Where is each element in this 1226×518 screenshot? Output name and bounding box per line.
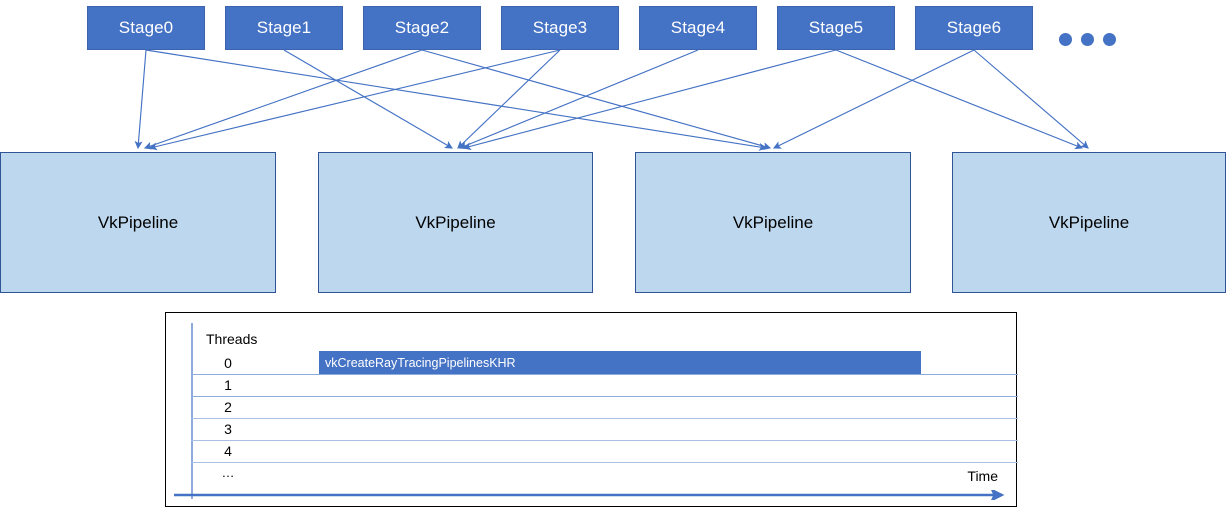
arrow-stage3-pipeline1 xyxy=(457,49,561,149)
pipeline-box-3[interactable]: VkPipeline xyxy=(952,152,1226,293)
arrow-stage5-pipeline1 xyxy=(462,49,837,151)
time-axis-label: Time xyxy=(967,468,998,484)
threads-axis-line xyxy=(191,323,193,499)
arrow-stage2-pipeline0 xyxy=(143,49,423,150)
task-bar-vkCreateRayTracingPipelinesKHR[interactable]: vkCreateRayTracingPipelinesKHR xyxy=(319,351,921,375)
thread-label-2: 2 xyxy=(224,399,232,415)
pipeline-box-1[interactable]: VkPipeline xyxy=(318,152,593,293)
stage-label: Stage6 xyxy=(946,18,1002,37)
stage-label: Stage1 xyxy=(256,18,312,37)
arrow-stage3-pipeline0 xyxy=(148,49,561,151)
stage-box-5[interactable]: Stage5 xyxy=(777,6,895,50)
task-bar-label: vkCreateRayTracingPipelinesKHR xyxy=(325,356,516,370)
arrow-stage6-pipeline2 xyxy=(772,49,975,149)
more-stages-ellipsis-icon xyxy=(1059,33,1116,46)
stage-box-4[interactable]: Stage4 xyxy=(639,6,757,50)
stage-box-3[interactable]: Stage3 xyxy=(501,6,619,50)
timeline-inner: Threads 0 vkCreateRayTracingPipelinesKHR… xyxy=(166,313,1018,506)
pipeline-label: VkPipeline xyxy=(415,212,496,232)
pipeline-box-0[interactable]: VkPipeline xyxy=(0,152,276,293)
pipeline-label: VkPipeline xyxy=(97,212,179,232)
row-divider xyxy=(191,462,1018,463)
timeline-row-0[interactable]: 0 vkCreateRayTracingPipelinesKHR xyxy=(191,351,1018,375)
thread-label-3: 3 xyxy=(224,421,232,437)
timeline-panel: Threads 0 vkCreateRayTracingPipelinesKHR… xyxy=(165,312,1018,507)
time-axis-arrow xyxy=(174,490,1005,500)
stage-box-6[interactable]: Stage6 xyxy=(915,6,1033,50)
timeline-row-4[interactable]: 4 xyxy=(191,441,1018,463)
stage-box-1[interactable]: Stage1 xyxy=(225,6,343,50)
timeline-row-2[interactable]: 2 xyxy=(191,397,1018,419)
stage-label: Stage5 xyxy=(808,18,864,37)
ellipsis-dot-icon xyxy=(1081,33,1094,46)
arrow-stage1-pipeline1 xyxy=(283,49,453,149)
thread-label-1: 1 xyxy=(224,377,232,393)
row-divider xyxy=(191,440,1018,441)
thread-label-0: 0 xyxy=(224,355,232,371)
timeline-row-1[interactable]: 1 xyxy=(191,375,1018,397)
arrow-stage0-pipeline0 xyxy=(134,49,147,150)
arrow-stage2-pipeline2 xyxy=(421,49,772,151)
arrow-stage5-pipeline3 xyxy=(835,49,1084,150)
thread-label-more: … xyxy=(221,465,235,480)
arrow-stage0-pipeline2 xyxy=(145,49,768,151)
stage-label: Stage3 xyxy=(532,18,588,37)
stage-box-2[interactable]: Stage2 xyxy=(363,6,481,50)
pipeline-label: VkPipeline xyxy=(732,212,814,232)
row-divider xyxy=(191,418,1018,419)
pipeline-box-2[interactable]: VkPipeline xyxy=(635,152,911,293)
arrow-stage4-pipeline1 xyxy=(458,49,699,150)
stage-label: Stage2 xyxy=(394,18,450,37)
threads-header-label: Threads xyxy=(206,331,258,347)
arrow-stage6-pipeline3 xyxy=(973,49,1089,149)
thread-label-4: 4 xyxy=(224,443,232,459)
stage-label: Stage0 xyxy=(118,18,174,37)
ellipsis-dot-icon xyxy=(1103,33,1116,46)
pipeline-label: VkPipeline xyxy=(1048,212,1130,232)
stage-box-0[interactable]: Stage0 xyxy=(87,6,205,50)
timeline-row-3[interactable]: 3 xyxy=(191,419,1018,441)
row-divider xyxy=(191,396,1018,397)
timeline-row-more: … xyxy=(191,463,1018,485)
row-divider xyxy=(191,374,1018,375)
ellipsis-dot-icon xyxy=(1059,33,1072,46)
stage-label: Stage4 xyxy=(670,18,726,37)
